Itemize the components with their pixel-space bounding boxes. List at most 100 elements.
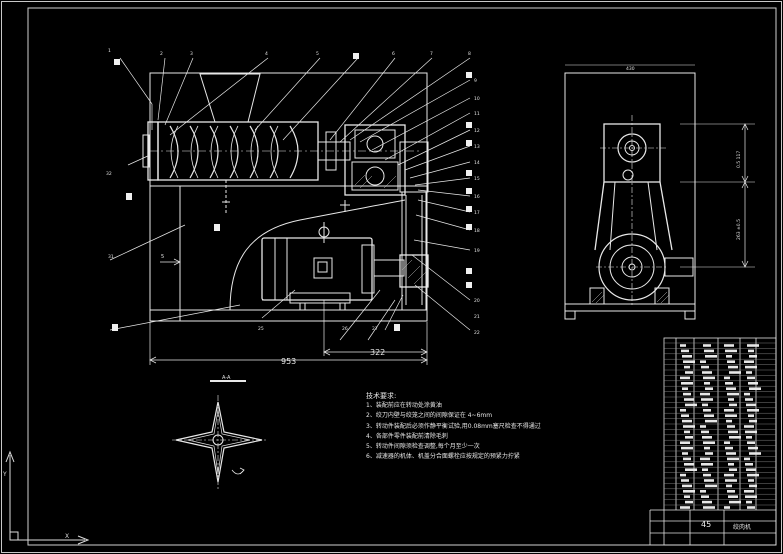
parts-row-entry <box>746 500 752 504</box>
callout-21: 21 <box>474 314 480 320</box>
parts-row-entry <box>724 409 734 412</box>
parts-row-entry <box>729 403 737 407</box>
parts-row-entry <box>703 376 715 380</box>
parts-row-entry <box>749 387 761 390</box>
parts-row-entry <box>747 409 759 412</box>
parts-row-entry <box>728 398 734 401</box>
parts-row-entry <box>704 414 714 417</box>
parts-row-entry <box>700 457 710 461</box>
callout-31: 31 <box>108 254 114 260</box>
parts-row-entry <box>749 484 757 488</box>
inner-border <box>27 7 777 546</box>
parts-row-entry <box>747 473 759 477</box>
parts-row-entry <box>701 495 709 498</box>
callout-9: 9 <box>474 78 477 84</box>
parts-row-entry <box>703 441 715 444</box>
parts-row-entry <box>700 490 706 493</box>
parts-row-entry <box>725 414 737 417</box>
title-block-name: 绞肉机 <box>733 523 751 531</box>
note-item-3: 3、转动件装配后必须作静平衡试验,用0.08mm塞尺检查不得通过 <box>366 422 541 430</box>
parts-row-entry <box>744 425 754 428</box>
parts-row-entry <box>684 430 690 434</box>
parts-row-entry <box>702 468 708 471</box>
parts-row-entry <box>747 506 755 509</box>
parts-row-entry <box>726 484 732 488</box>
parts-list-rows <box>664 342 776 509</box>
parts-row-entry <box>749 452 761 455</box>
dim-small-5: 5 <box>161 254 164 260</box>
parts-row-entry <box>728 463 734 466</box>
parts-row-entry <box>748 446 758 450</box>
side-view-hatch <box>591 291 670 304</box>
callout-5: 5 <box>316 51 319 57</box>
parts-row-entry <box>725 349 737 353</box>
parts-row-entry <box>749 355 757 358</box>
parts-row-entry <box>727 490 735 493</box>
parts-row-entry <box>724 441 730 444</box>
parts-row-entry <box>727 425 735 428</box>
callout-labels: 1 2 3 4 5 6 7 8 9 10 11 12 13 14 15 16 1… <box>106 48 480 336</box>
parts-row-entry <box>701 398 713 401</box>
parts-row-entry <box>729 468 737 471</box>
dim-side-v1: 0.5 117 <box>736 151 742 168</box>
parts-row-entry <box>683 490 695 493</box>
parts-row-entry <box>680 376 690 380</box>
parts-row-entry <box>727 360 735 363</box>
parts-row-entry <box>682 452 688 455</box>
svg-text:Y: Y <box>2 471 7 478</box>
callout-22: 22 <box>474 330 480 336</box>
note-item-5: 5、转动件间隙须检查调整,每个月至少一次 <box>366 443 480 451</box>
note-item-6: 6、减速器的机体、机盖分合面螺栓应按规定的预紧力拧紧 <box>366 453 520 461</box>
parts-row-entry <box>680 506 690 509</box>
parts-row-entry <box>683 392 691 396</box>
parts-row-entry <box>747 441 755 444</box>
parts-row-entry <box>724 506 730 509</box>
callout-32: 32 <box>106 171 112 177</box>
callout-13: 13 <box>474 144 480 150</box>
callout-10: 10 <box>474 96 480 102</box>
parts-row-entry <box>748 349 754 353</box>
parts-row-entry <box>705 355 717 358</box>
callout-2: 2 <box>160 51 163 57</box>
parts-row-entry <box>684 463 694 466</box>
dim-side-v2: 263 ±0.5 <box>736 219 742 240</box>
parts-row-entry <box>680 409 686 412</box>
parts-row-entry <box>680 344 686 347</box>
parts-row-entry <box>744 457 750 461</box>
parts-row-entry <box>726 419 732 423</box>
parts-row-entry <box>727 457 739 461</box>
parts-row-entry <box>702 436 712 439</box>
callout-4: 4 <box>265 51 268 57</box>
parts-row-entry <box>705 419 717 423</box>
title-block-number: 45 <box>701 520 711 529</box>
parts-row-entry <box>701 463 713 466</box>
parts-row-entry <box>729 500 741 504</box>
svg-text:X: X <box>65 533 69 540</box>
parts-row-entry <box>724 473 734 477</box>
parts-row-entry <box>726 387 736 390</box>
parts-row-entry <box>746 468 756 471</box>
parts-row-entry <box>728 495 738 498</box>
callout-27: 27 <box>372 326 378 332</box>
front-view <box>109 53 472 365</box>
parts-row-entry <box>727 392 739 396</box>
parts-row-entry <box>681 414 689 417</box>
callout-1: 1 <box>108 48 111 54</box>
parts-row-entry <box>705 452 713 455</box>
callout-7: 7 <box>430 51 433 57</box>
callout-11: 11 <box>474 111 480 117</box>
note-item-2: 2、绞刀内壁与绞笼之间的间隙保证在 4~6mm <box>366 412 493 420</box>
section-label: A-A <box>222 375 231 381</box>
parts-row-entry <box>703 344 711 347</box>
parts-row-entry <box>746 403 756 407</box>
parts-row-entry <box>683 425 695 428</box>
parts-row-entry <box>681 479 689 482</box>
parts-row-entry <box>729 436 741 439</box>
parts-row-entry <box>703 506 715 509</box>
parts-row-entry <box>681 349 689 353</box>
parts-row-entry <box>684 365 690 369</box>
parts-row-entry <box>726 452 736 455</box>
callout-17: 17 <box>474 210 480 216</box>
parts-row-entry <box>724 376 730 380</box>
